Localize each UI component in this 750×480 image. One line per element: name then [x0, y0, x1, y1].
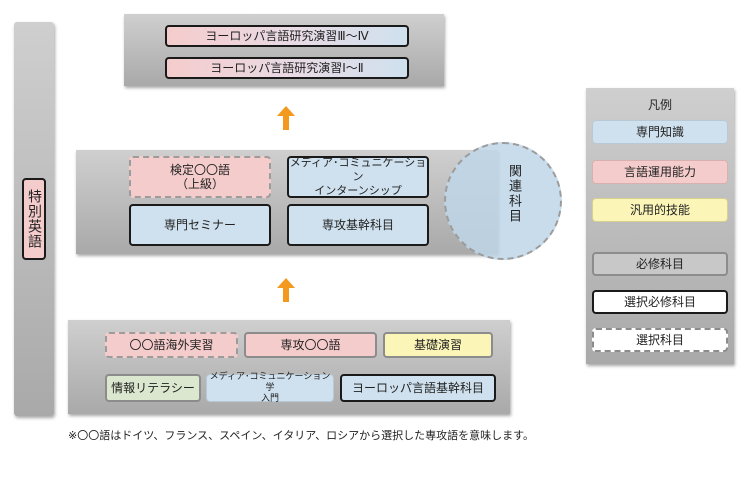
legend-sentaku-hisshu: 選択必修科目 [592, 290, 728, 314]
legend-hisshu: 必修科目 [592, 252, 728, 276]
legend-hanyou-label: 汎用的技能 [629, 203, 690, 217]
kentei-box: 検定〇〇語 （上級） [129, 156, 271, 198]
senko-kikan-label: 専攻基幹科目 [321, 218, 394, 232]
europe-seminar-3-4: ヨーロッパ言語研究演習Ⅲ～Ⅳ [165, 25, 409, 47]
europe-seminar-1-2: ヨーロッパ言語研究演習Ⅰ～Ⅱ [165, 57, 409, 79]
joho-box: 情報リテラシー [105, 374, 201, 402]
legend-gengo-label: 言語運用能力 [623, 165, 696, 179]
up-arrow-icon [277, 278, 295, 302]
legend-title: 凡例 [586, 96, 734, 112]
media-intern-box: メディア･コミュニケーション インターンシップ [287, 156, 429, 198]
special-english-text: 特別英語 [26, 189, 42, 249]
media-intern-line2: インターンシップ [314, 184, 402, 197]
related-subjects-text: 関連科目 [506, 164, 521, 224]
up-arrow-bottom [277, 278, 295, 302]
special-english-label: 特別英語 [22, 178, 46, 260]
kiso-box: 基礎演習 [383, 332, 493, 358]
kaigai-label: 〇〇語海外実習 [129, 338, 214, 352]
senko-box: 専攻〇〇語 [244, 332, 377, 358]
legend-hisshu-label: 必修科目 [635, 257, 684, 271]
senko-label: 専攻〇〇語 [280, 338, 341, 352]
footnote: ※〇〇語はドイツ、フランス、スペイン、イタリア、ロシアから選択した専攻語を意味し… [68, 428, 628, 444]
media-intern-line1: メディア･コミュニケーション [289, 156, 427, 183]
senko-kikan-box: 専攻基幹科目 [287, 204, 429, 246]
media-nyumon-line1: メディア･コミュニケーション学 [209, 371, 331, 393]
media-nyumon-line2: 入門 [260, 393, 279, 404]
europe-kikan-label: ヨーロッパ言語基幹科目 [351, 381, 484, 395]
up-arrow-top [277, 106, 295, 130]
legend-title-text: 凡例 [647, 98, 672, 112]
related-subjects-circle [444, 142, 562, 260]
special-english-bar: 特別英語 [14, 22, 54, 416]
seminar-label: 専門セミナー [163, 218, 236, 232]
europe-seminar-3-4-label: ヨーロッパ言語研究演習Ⅲ～Ⅳ [205, 29, 369, 43]
legend-senmon: 専門知識 [592, 120, 728, 144]
kentei-line2: （上級） [175, 177, 224, 191]
legend-senmon-label: 専門知識 [635, 125, 684, 139]
kentei-line1: 検定〇〇語 [169, 163, 230, 177]
legend-sentaku-hisshu-label: 選択必修科目 [623, 295, 696, 309]
legend-gengo: 言語運用能力 [592, 160, 728, 184]
seminar-box: 専門セミナー [129, 204, 271, 246]
joho-label: 情報リテラシー [111, 381, 195, 395]
kaigai-box: 〇〇語海外実習 [105, 332, 238, 358]
up-arrow-icon [277, 106, 295, 130]
europe-kikan-box: ヨーロッパ言語基幹科目 [340, 374, 496, 402]
legend-hanyou: 汎用的技能 [592, 198, 728, 222]
kiso-label: 基礎演習 [413, 338, 462, 352]
related-subjects-label: 関連科目 [503, 164, 523, 240]
footnote-text: ※〇〇語はドイツ、フランス、スペイン、イタリア、ロシアから選択した専攻語を意味し… [68, 429, 535, 442]
media-nyumon-box: メディア･コミュニケーション学 入門 [206, 371, 334, 404]
legend-sentaku: 選択科目 [592, 328, 728, 352]
europe-seminar-1-2-label: ヨーロッパ言語研究演習Ⅰ～Ⅱ [210, 61, 364, 75]
legend-sentaku-label: 選択科目 [635, 333, 684, 347]
